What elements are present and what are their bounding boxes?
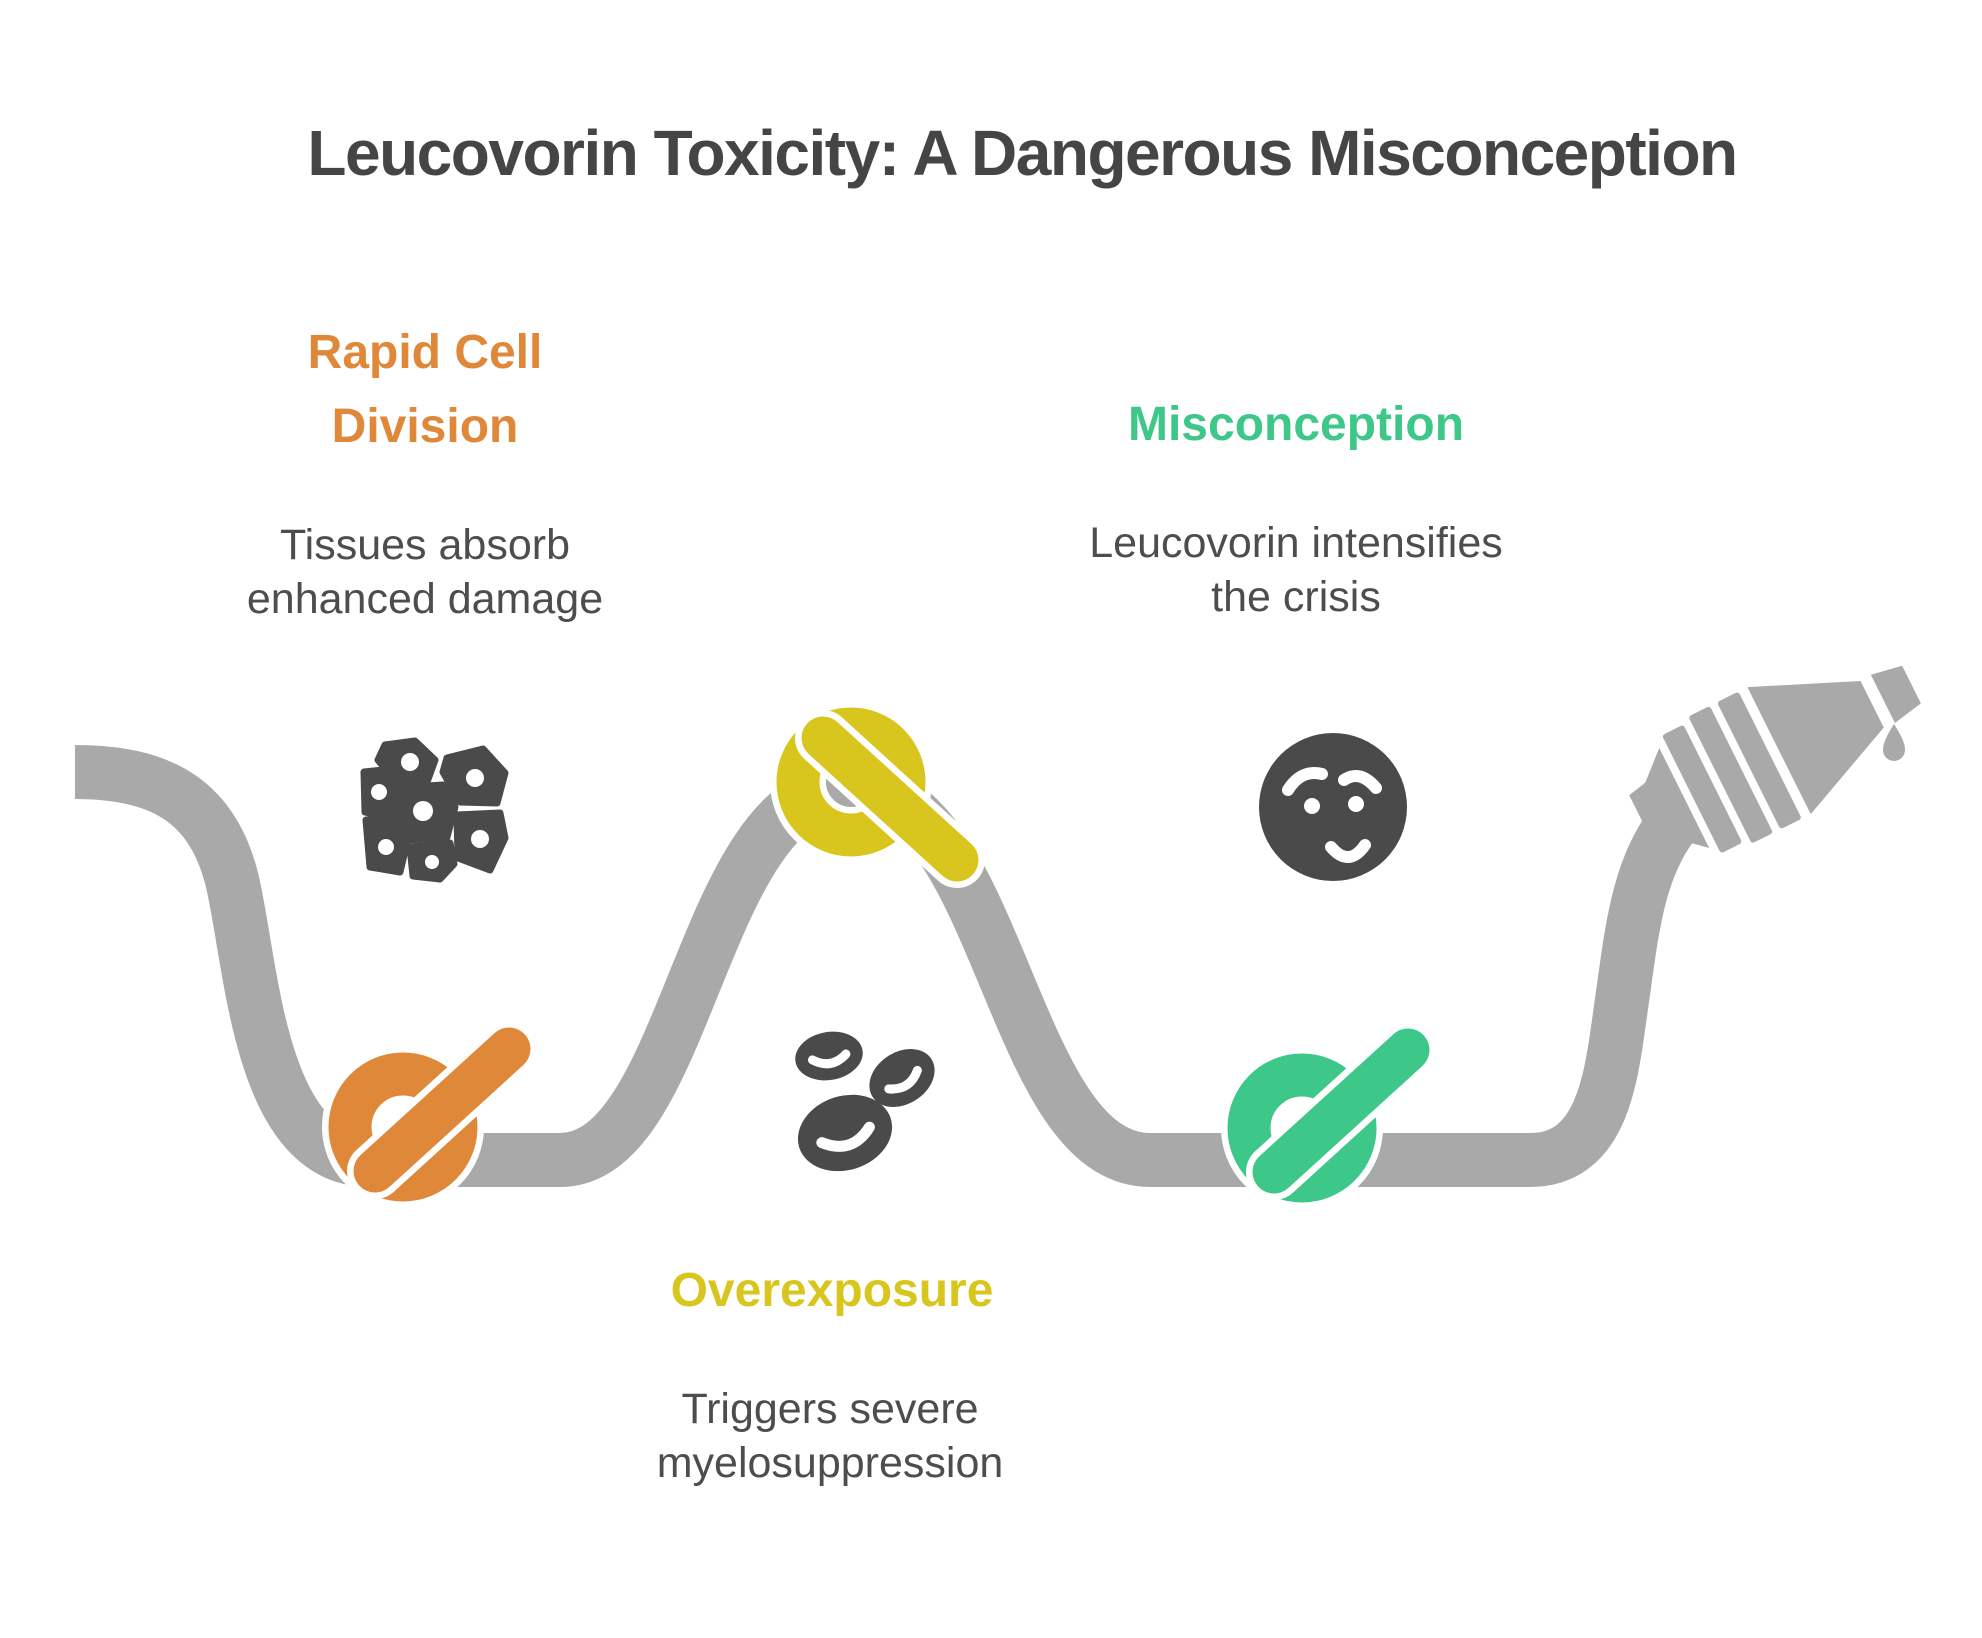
blood-cells-icon bbox=[795, 1031, 935, 1172]
step-label-misconception: Misconception bbox=[1128, 388, 1464, 462]
cell-cluster-icon bbox=[360, 737, 509, 883]
step-label-overexposure: Overexposure bbox=[671, 1254, 994, 1328]
step-desc-line: Triggers severe bbox=[681, 1385, 979, 1433]
step-label-line: Misconception bbox=[1127, 398, 1465, 451]
step-desc-line: the crisis bbox=[1211, 573, 1381, 621]
step-desc-line: Tissues absorb bbox=[280, 521, 570, 569]
step-label-line: Division bbox=[331, 400, 519, 453]
step-label-rapid-cell-division: Rapid Cell Division bbox=[308, 316, 543, 464]
step-label-line: Rapid Cell bbox=[307, 326, 543, 379]
step-label-line: Overexposure bbox=[670, 1264, 994, 1317]
step-desc-misconception: Leucovorin intensifies the crisis bbox=[1089, 516, 1503, 624]
dropper-nozzle-icon bbox=[1629, 665, 1921, 853]
droplet-icon bbox=[1883, 724, 1905, 761]
step-desc-rapid-cell-division: Tissues absorb enhanced damage bbox=[247, 518, 603, 626]
step-desc-line: myelosuppression bbox=[656, 1439, 1004, 1487]
page-title: Leucovorin Toxicity: A Dangerous Misconc… bbox=[307, 117, 1738, 189]
yellow-knot bbox=[798, 729, 957, 860]
worried-face-icon bbox=[1259, 733, 1407, 881]
step-desc-overexposure: Triggers severe myelosuppression bbox=[657, 1382, 1004, 1490]
step-desc-line: enhanced damage bbox=[246, 575, 604, 623]
step-desc-line: Leucovorin intensifies bbox=[1089, 519, 1503, 567]
